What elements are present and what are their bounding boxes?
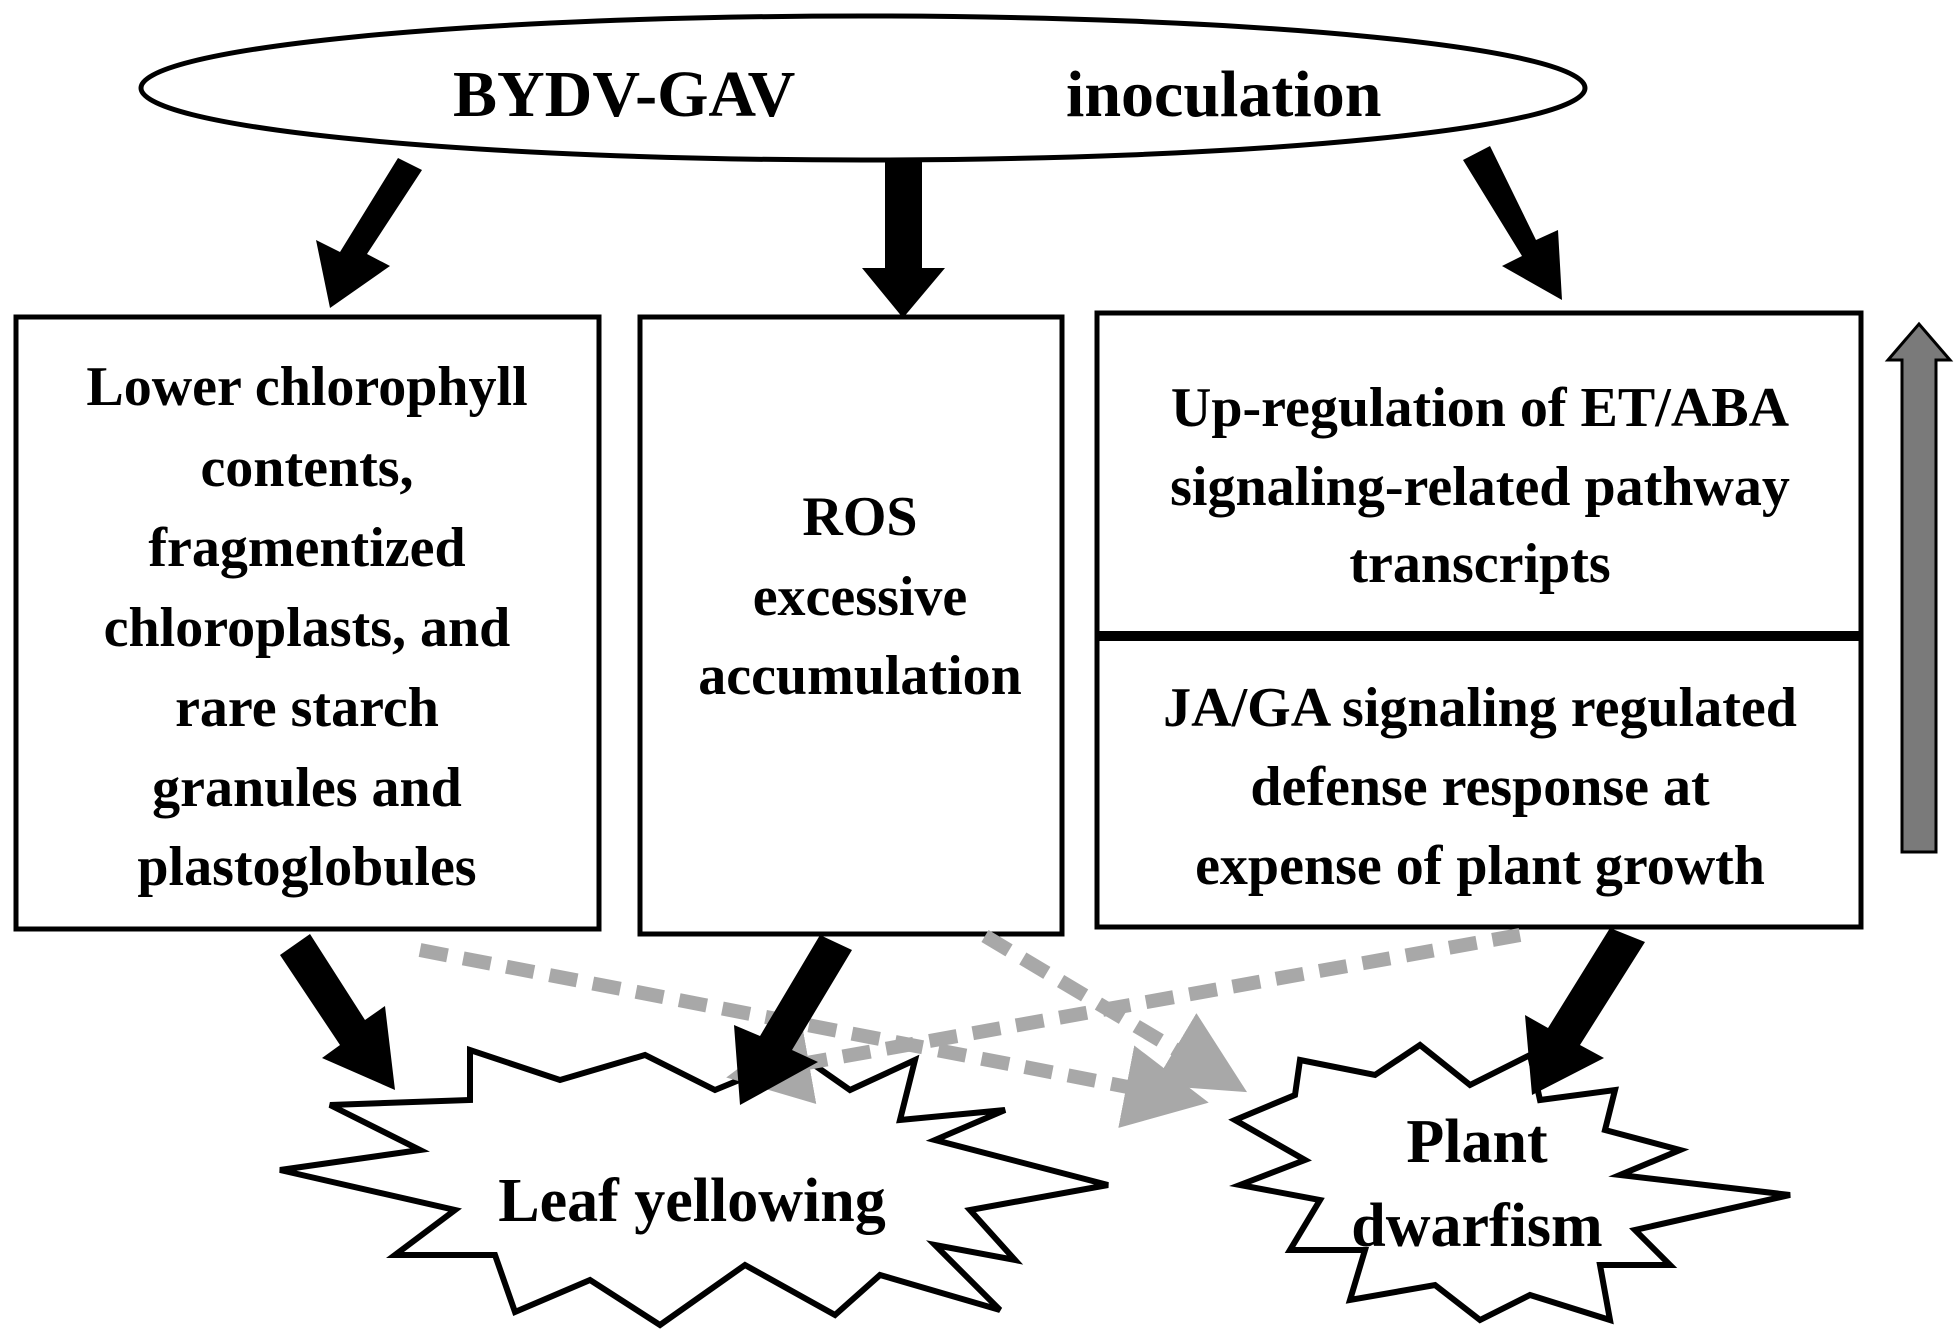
ros-line-2: excessive [753,566,968,628]
virus-label: BYDV-GAV [453,58,795,131]
leaf-yellowing-burst [279,1045,1109,1329]
defense-line-2: defense response at [1250,756,1710,818]
upregulation-line-1: Up-regulation of ET/ABA [1171,377,1790,439]
bottom-arrows [280,928,1645,1105]
ros-box-frame [637,314,1065,937]
chloroplast-line-5: rare starch [175,677,439,739]
plant-dwarfism-burst [1228,1041,1791,1325]
plant-dwarfism-line-2: dwarfism [1351,1192,1602,1260]
dashed-arrows [418,928,1522,1128]
chloroplast-line-3: fragmentized [148,517,465,579]
defense-line-1: JA/GA signaling regulated [1163,677,1797,739]
plant-dwarfism-node: Plant dwarfism [1228,1041,1791,1325]
chloroplast-line-2: contents, [200,437,413,499]
plant-dwarfism-line-1: Plant [1406,1108,1548,1176]
upregulation-line-2: signaling-related pathway [1170,456,1790,518]
upregulation-line-3: transcripts [1349,533,1610,595]
hormone-box-frame [1094,310,1864,930]
chloroplast-line-6: granules and [152,757,462,819]
ros-line-3: accumulation [698,645,1022,707]
arrow-to-ros-box [862,162,945,318]
chloroplast-box-frame [13,314,602,932]
ros-box: ROS excessive accumulation [637,314,1065,937]
ros-line-1: ROS [802,486,917,548]
leaf-yellowing-node: Leaf yellowing [279,1045,1109,1329]
top-arrows [316,146,1562,318]
arrow-to-upregulation-box [1463,146,1562,300]
inoculation-node: BYDV-GAV inoculation [138,13,1588,163]
arrow-chloroplast-to-leaf [280,934,395,1090]
inoculation-label: inoculation [1066,58,1381,131]
arrow-ros-to-leaf [734,935,852,1105]
chloroplast-line-7: plastoglobules [137,836,476,898]
inoculation-ellipse [138,13,1588,163]
arrow-defense-to-dwarfism [1525,928,1645,1095]
upward-side-arrow [1884,321,1954,854]
chloroplast-line-1: Lower chlorophyll [86,356,527,418]
dashed-arrow-defense-to-leaf [726,928,1522,1104]
hormone-box: Up-regulation of ET/ABA signaling-relate… [1094,310,1864,930]
defense-line-3: expense of plant growth [1195,835,1765,897]
chloroplast-line-4: chloroplasts, and [104,597,511,659]
leaf-yellowing-label: Leaf yellowing [498,1167,885,1235]
chloroplast-box: Lower chlorophyll contents, fragmentized… [13,314,602,932]
arrow-to-chloroplast-box [316,158,422,308]
